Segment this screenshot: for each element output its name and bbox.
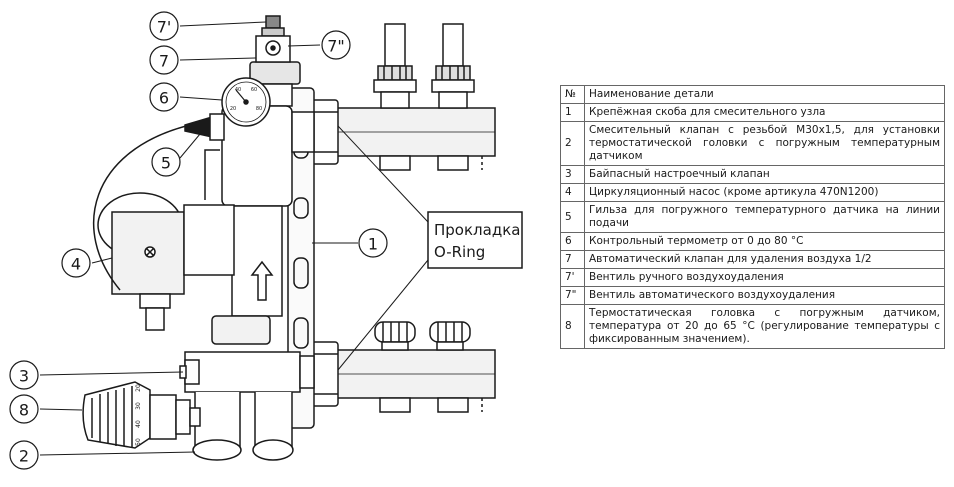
callout-3 [9, 360, 39, 390]
row-desc: Гильза для погружного температурного дат… [584, 201, 945, 233]
row-desc: Автоматический клапан для удаления возду… [584, 250, 945, 269]
callout-6 [149, 82, 179, 112]
row-desc: Смесительный клапан с резьбой М30х1,5, д… [584, 121, 945, 166]
gasket-label-line2: O-Ring [434, 243, 485, 261]
head-scale-50: 50 [135, 438, 142, 446]
row-num: 6 [560, 232, 585, 251]
table-header-row: № Наименование детали [560, 85, 945, 104]
row-desc: Байпасный настроечный клапан [584, 165, 945, 184]
table-row: 7'Вентиль ручного воздухоудаления [560, 268, 945, 287]
row-num: 7' [560, 268, 585, 287]
callout-7prime [149, 11, 179, 41]
callout-8 [9, 394, 39, 424]
upper-manifold [311, 23, 496, 171]
callout-7dblprime-text: 7" [327, 37, 345, 56]
callout-1 [358, 228, 388, 258]
callout-3-text: 3 [19, 367, 29, 386]
thermostatic-head [82, 381, 201, 449]
callout-6-text: 6 [159, 89, 169, 108]
row-num: 1 [560, 103, 585, 122]
row-desc: Вентиль автоматического воздухоудаления [584, 286, 945, 305]
callout-2-text: 2 [19, 447, 29, 466]
head-scale-20: 20 [135, 384, 142, 392]
row-num: 7 [560, 250, 585, 269]
air-vent-assembly [255, 15, 291, 63]
row-num: 7" [560, 286, 585, 305]
manifold-cap-right [429, 321, 471, 351]
mounting-bracket [287, 87, 315, 429]
thermometer-tick-40: 40 [235, 87, 241, 93]
header-num: № [560, 85, 585, 104]
callout-4 [61, 248, 91, 278]
thermometer-tick-20: 20 [230, 106, 236, 112]
manifold-valve-left [373, 23, 417, 109]
row-num: 5 [560, 201, 585, 233]
callout-7-text: 7 [159, 52, 169, 71]
head-scale-30: 30 [135, 402, 142, 410]
row-desc: Вентиль ручного воздухоудаления [584, 268, 945, 287]
row-num: 3 [560, 165, 585, 184]
callout-7dblprime [321, 30, 351, 60]
sensor-sleeve [184, 113, 225, 141]
callout-5 [151, 147, 181, 177]
row-desc: Термостатическая головка с погружным дат… [584, 304, 945, 349]
table-row: 7"Вентиль автоматического воздухоудалени… [560, 286, 945, 305]
row-num: 2 [560, 121, 585, 166]
thermometer [221, 77, 271, 127]
row-desc: Крепёжная скоба для смесительного узла [584, 103, 945, 122]
gasket-label-line1: Прокладка [434, 221, 520, 239]
thermometer-tick-60: 60 [251, 87, 257, 93]
thermometer-tick-80: 80 [256, 106, 262, 112]
mixing-unit-body [184, 61, 315, 461]
callout-2 [9, 440, 39, 470]
callout-1-text: 1 [368, 235, 378, 254]
manifold-cap-left [374, 321, 416, 351]
circulation-pump [92, 124, 235, 331]
row-desc: Контрольный термометр от 0 до 80 °С [584, 232, 945, 251]
callout-5-text: 5 [161, 154, 171, 173]
callout-8-text: 8 [19, 401, 29, 420]
callout-7prime-text: 7' [157, 18, 172, 37]
head-scale-40: 40 [135, 420, 142, 428]
header-desc: Наименование детали [584, 85, 945, 104]
callout-4-text: 4 [71, 255, 81, 274]
gasket-label-box [427, 211, 523, 269]
leader-lines [39, 21, 429, 456]
lower-manifold [311, 321, 496, 413]
row-num: 8 [560, 304, 585, 349]
row-num: 4 [560, 183, 585, 202]
callout-7 [149, 45, 179, 75]
row-desc: Циркуляционный насос (кроме артикула 470… [584, 183, 945, 202]
manifold-valve-right [431, 23, 475, 109]
